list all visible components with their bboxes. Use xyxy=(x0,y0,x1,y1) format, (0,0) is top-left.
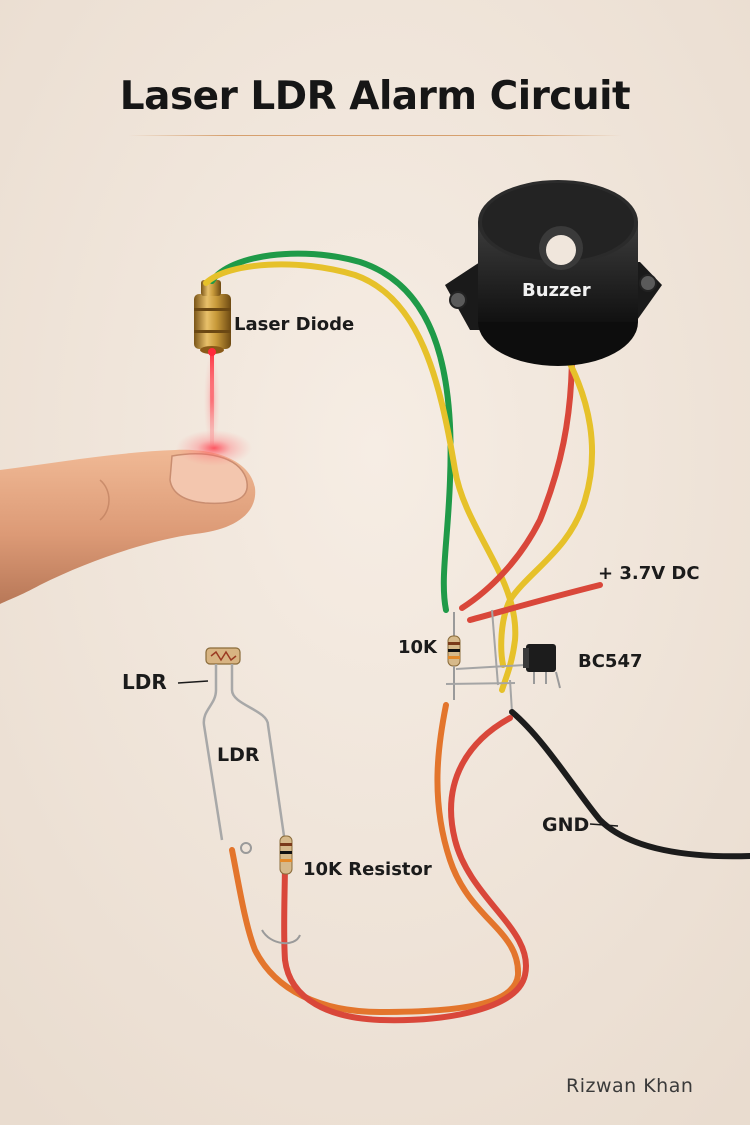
gnd-leader-line xyxy=(589,823,619,827)
transistor-base-lead xyxy=(455,664,526,670)
wire-green xyxy=(209,250,454,613)
label-ldr-outer: LDR xyxy=(122,670,167,694)
wire-supply xyxy=(467,582,603,623)
resistor-icon xyxy=(447,612,461,700)
wire-red-ldr xyxy=(281,715,530,1024)
label-supply: + 3.7V DC xyxy=(598,563,700,584)
title-divider xyxy=(128,135,622,136)
label-transistor: BC547 xyxy=(578,651,643,672)
wire-orange xyxy=(229,702,522,1016)
label-ground: GND xyxy=(542,814,590,836)
resistor-icon xyxy=(279,835,293,875)
label-buzzer: Buzzer xyxy=(522,280,591,301)
label-laser-diode: Laser Diode xyxy=(234,314,355,335)
wire-yellow-laser xyxy=(203,261,519,693)
author-signature: Rizwan Khan xyxy=(566,1075,694,1097)
ldr-sensor-icon xyxy=(202,647,301,945)
wire-ground xyxy=(509,709,750,860)
laser-diode-icon xyxy=(194,280,231,356)
buzzer-icon xyxy=(445,180,662,366)
ldr-leader-line xyxy=(177,680,209,684)
wire-yellow-buzzer xyxy=(498,351,596,668)
finger-icon xyxy=(0,430,256,604)
transistor-icon xyxy=(523,644,561,689)
page-title: Laser LDR Alarm Circuit xyxy=(119,74,631,119)
label-resistor-bottom: 10K Resistor xyxy=(303,859,432,880)
label-ldr-inner: LDR xyxy=(217,744,260,766)
label-resistor-top: 10K xyxy=(398,637,437,658)
wire-red-buzzer xyxy=(459,349,575,611)
